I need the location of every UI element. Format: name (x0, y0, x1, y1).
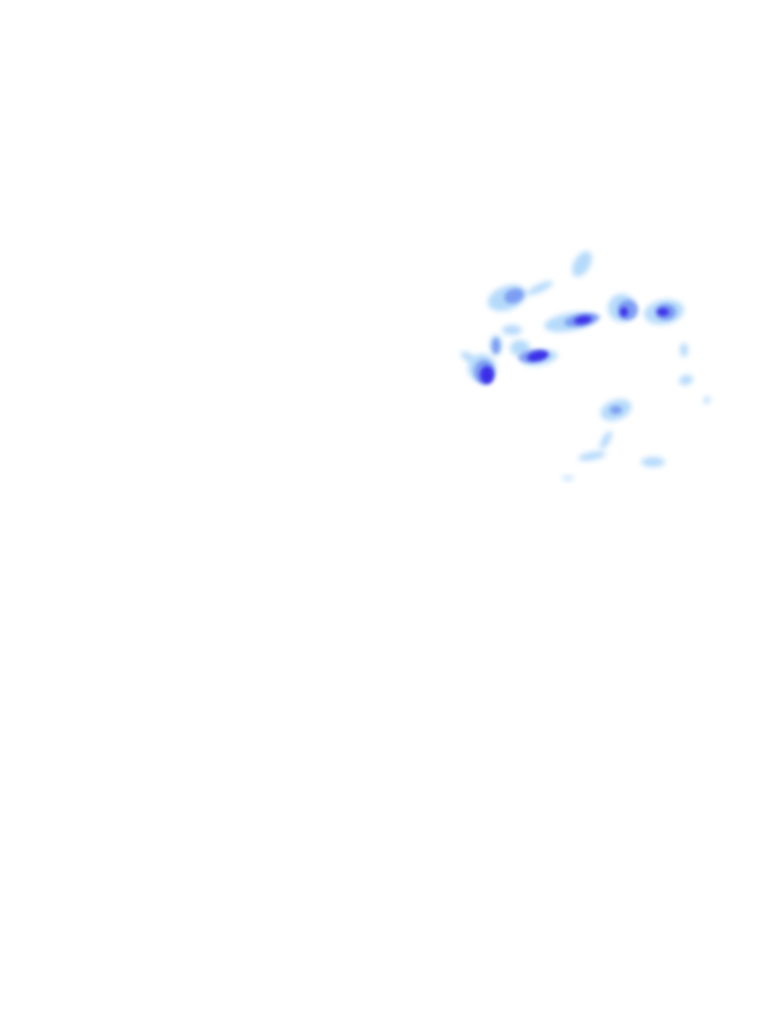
light-precip-echo (502, 325, 522, 335)
light-precip-echo (599, 431, 613, 449)
light-precip-echo (578, 451, 606, 461)
light-precip-echo (680, 343, 688, 357)
heavy-precip-echo (620, 307, 628, 317)
light-precip-echo (679, 374, 693, 386)
heavy-precip-echo (480, 366, 494, 384)
moderate-precip-echo (610, 406, 622, 414)
heavy-precip-echo (527, 350, 549, 362)
light-precip-echo (460, 351, 476, 363)
light-precip-echo (562, 476, 574, 480)
heavy-precip-echo (657, 308, 669, 316)
light-precip-echo (527, 281, 553, 295)
light-precip-echo (703, 396, 711, 404)
light-precip-echo (641, 457, 665, 467)
moderate-precip-echo (504, 288, 524, 304)
light-precip-echo (572, 251, 592, 277)
moderate-precip-echo (492, 338, 500, 354)
heavy-precip-echo (574, 315, 592, 325)
